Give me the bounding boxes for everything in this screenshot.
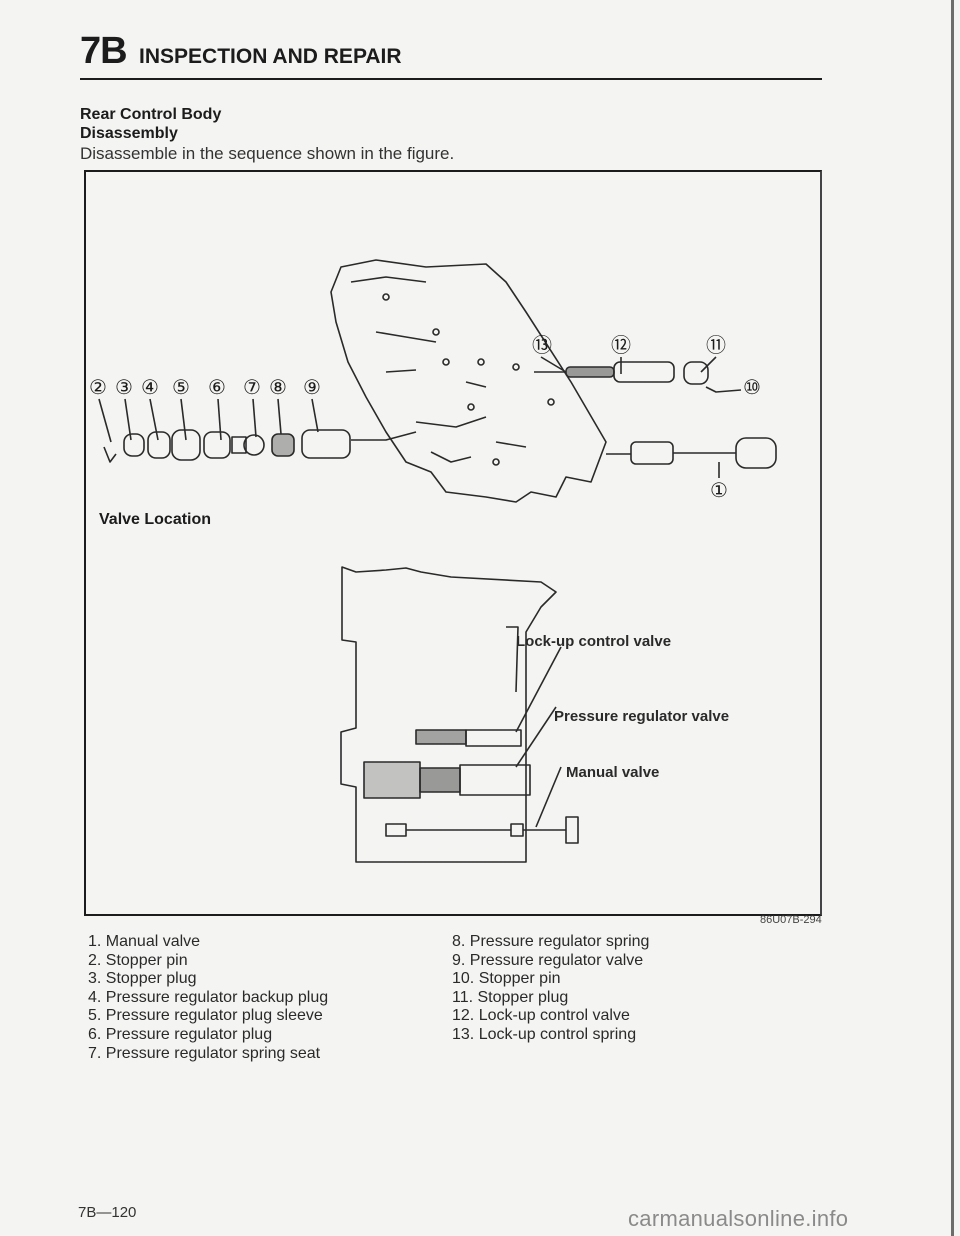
instruction-text: Disassemble in the sequence shown in the… [80,144,455,163]
list-item: 9. Pressure regulator valve [452,951,644,969]
header-title: INSPECTION AND REPAIR [139,45,402,68]
list-item: 13. Lock-up control spring [452,1025,637,1043]
control-body-plate [330,259,607,503]
list-item: 10. Stopper pin [452,970,561,988]
list-item: 7. Pressure regulator spring seat [88,1044,321,1062]
page-edge [951,0,954,1236]
parts-list-right: 8. Pressure regulator spring 9. Pressure… [452,933,649,1045]
list-item: 4. Pressure regulator backup plug [88,988,329,1006]
label-lockup-valve: Lock-up control valve [516,633,671,650]
list-item: 3. Stopper plug [88,970,197,988]
callout-3: ③ [115,377,133,399]
callout-9: ⑨ [303,377,321,399]
list-item: 6. Pressure regulator plug [88,1025,273,1043]
callout-13: ⑬ [532,334,552,357]
heading-title: Rear Control Body [80,106,222,123]
figure-frame: ② ③ ④ ⑤ ⑥ ⑦ ⑧ ⑨ ⑬ ⑫ ⑪ ⑩ ① Valve Location… [84,170,822,916]
heading-subtitle: Disassembly [80,125,178,142]
parts-list-left: 1. Manual valve 2. Stopper pin 3. Stoppe… [88,933,328,1063]
callout-5: ⑤ [172,377,190,399]
callout-6: ⑥ [208,377,226,399]
list-item: 2. Stopper pin [88,951,188,969]
callout-1: ① [710,480,728,502]
exploded-diagram: ② ③ ④ ⑤ ⑥ ⑦ ⑧ ⑨ ⑬ ⑫ ⑪ ⑩ ① Valve Location… [89,259,777,863]
list-item: 11. Stopper plug [452,988,569,1006]
label-pressure-regulator-valve: Pressure regulator valve [554,708,729,725]
figure-code: 86U07B-294 [760,914,822,926]
header-rule [80,78,822,80]
callout-4: ④ [141,377,159,399]
list-item: 5. Pressure regulator plug sleeve [88,1007,323,1025]
label-manual-valve: Manual valve [566,764,659,781]
callout-11: ⑪ [706,334,726,357]
callout-8: ⑧ [269,377,287,399]
list-item: 8. Pressure regulator spring [452,933,650,950]
lower-view-body [340,566,557,863]
list-item: 12. Lock-up control valve [452,1007,630,1025]
watermark-link[interactable]: carmanualsonline.info [628,1206,849,1231]
callout-7: ⑦ [243,377,261,399]
section-number: 7B [80,30,128,72]
callout-12: ⑫ [611,334,631,357]
list-item: 1. Manual valve [88,933,201,950]
callout-2: ② [89,377,107,399]
page-header: 7B INSPECTION AND REPAIR [80,30,402,73]
callout-10: ⑩ [743,377,761,399]
valve-location-title: Valve Location [99,511,211,528]
page-number: 7B—120 [78,1204,137,1221]
